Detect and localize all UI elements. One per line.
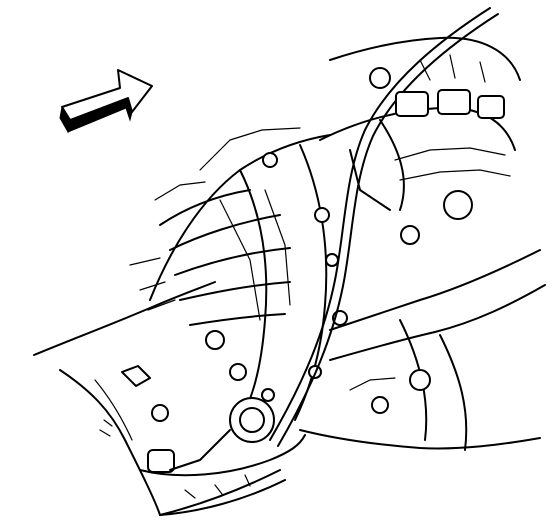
engine-block (319, 36, 521, 245)
exhaust-crossmember (299, 249, 546, 451)
direction-arrow-icon (59, 69, 153, 134)
transmission-tail-housing (33, 281, 281, 516)
oil-pan (139, 434, 306, 516)
transmission-case (129, 127, 331, 381)
mount-bracket (169, 397, 275, 471)
bell-housing-flange (239, 144, 348, 421)
wiring-harness (269, 7, 499, 447)
